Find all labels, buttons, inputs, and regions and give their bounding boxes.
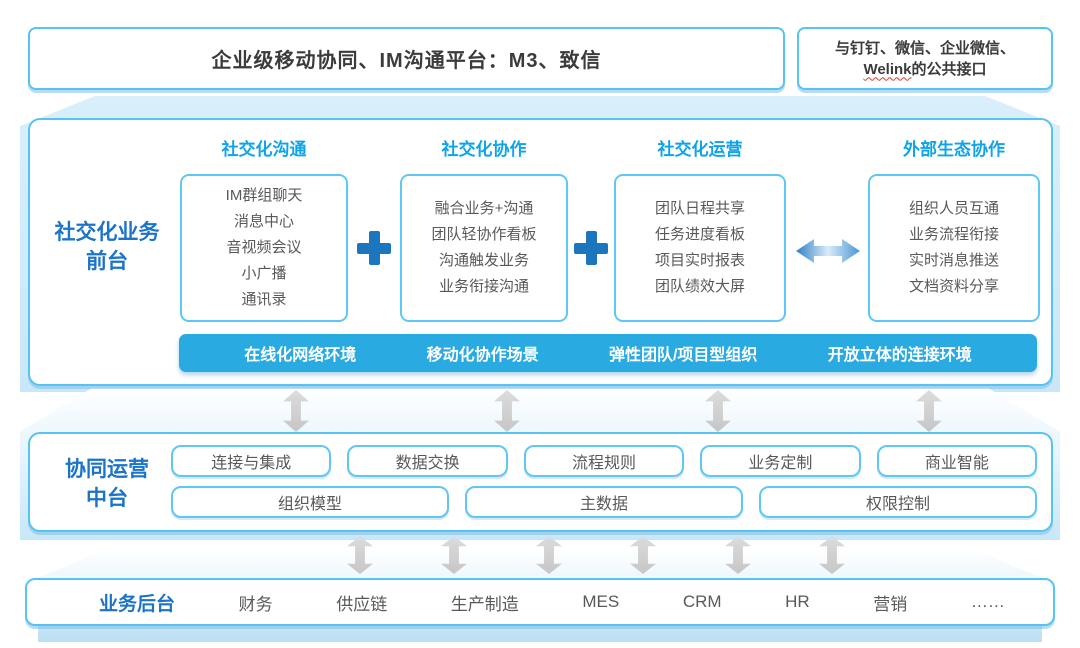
list-item: IM群组聊天 — [225, 187, 303, 204]
list-item: 融合业务+沟通 — [434, 200, 534, 217]
capability-chip: 数据交换 — [347, 445, 508, 477]
bidirectional-arrow-icon — [796, 239, 860, 263]
scene-bar: 在线化网络环境 移动化协作场景 弹性团队/项目型组织 开放立体的连接环境 — [179, 334, 1037, 372]
column-header-communication: 社交化沟通 — [221, 140, 307, 159]
capability-chip: 连接与集成 — [171, 445, 332, 477]
external-ecosystem-items-box: 组织人员互通 业务流程衔接 实时消息推送 文档资料分享 — [868, 174, 1040, 322]
operation-items-box: 团队日程共享 任务进度看板 项目实时报表 团队绩效大屏 — [614, 174, 786, 322]
list-item: 文档资料分享 — [908, 278, 999, 295]
scene-bar-item: 在线化网络环境 — [244, 347, 357, 364]
frontdesk-label-line2: 前台 — [86, 250, 128, 273]
public-interface-box: 与钉钉、微信、企业微信、 Welink的公共接口 — [797, 27, 1053, 90]
list-item: 通讯录 — [241, 291, 287, 308]
middledesk-label: 协同运营 中台 — [32, 455, 182, 513]
list-item: 组织人员互通 — [908, 200, 999, 217]
backdesk-system: CRM — [682, 592, 722, 611]
frontdesk-section: 社交化业务 前台 社交化沟通 社交化协作 社交化运营 外部生态协作 IM群组聊天… — [28, 118, 1053, 386]
collaboration-items-box: 融合业务+沟通 团队轻协作看板 沟通触发业务 业务衔接沟通 — [400, 174, 568, 322]
capability-row-1: 连接与集成 数据交换 流程规则 业务定制 商业智能 — [171, 445, 1038, 477]
capability-chip: 权限控制 — [759, 486, 1037, 518]
platform-title-box: 企业级移动协同、IM沟通平台：M3、致信 — [28, 27, 785, 90]
list-item: 任务进度看板 — [654, 226, 745, 243]
list-item: 业务衔接沟通 — [438, 278, 529, 295]
list-item: 项目实时报表 — [654, 252, 745, 269]
column-header-operation: 社交化运营 — [657, 140, 743, 159]
communication-items-box: IM群组聊天 消息中心 音视频会议 小广播 通讯录 — [180, 174, 348, 322]
frontdesk-label-line1: 社交化业务 — [54, 221, 160, 244]
interface-line1: 与钉钉、微信、企业微信、 — [834, 39, 1015, 57]
backdesk-section: 业务后台 财务 供应链 生产制造 MES CRM HR 营销 …… — [25, 578, 1055, 626]
welink-text: Welink — [863, 60, 912, 78]
backdesk-label: 业务后台 — [99, 593, 176, 615]
capability-row-2: 组织模型 主数据 权限控制 — [171, 486, 1037, 518]
capability-chip: 商业智能 — [876, 445, 1038, 477]
backdesk-system: MES — [582, 592, 620, 611]
middledesk-section: 协同运营 中台 连接与集成 数据交换 流程规则 业务定制 商业智能 组织模型 主… — [28, 432, 1053, 532]
list-item: 团队绩效大屏 — [654, 278, 745, 295]
capability-chip: 业务定制 — [700, 445, 861, 477]
middledesk-label-line1: 协同运营 — [65, 458, 149, 481]
interface-line2-rest: 的公共接口 — [911, 60, 987, 78]
backdesk-system: …… — [970, 592, 1005, 611]
list-item: 团队日程共享 — [654, 200, 745, 217]
platform-title: 企业级移动协同、IM沟通平台：M3、致信 — [211, 50, 602, 72]
backdesk-system: 供应链 — [336, 594, 388, 614]
scene-bar-item: 弹性团队/项目型组织 — [608, 347, 758, 364]
capability-chip: 流程规则 — [523, 445, 685, 477]
plus-icon — [357, 231, 391, 265]
list-item: 小广播 — [241, 265, 287, 282]
list-item: 沟通触发业务 — [438, 252, 529, 269]
scene-bar-item: 开放立体的连接环境 — [827, 347, 972, 364]
scene-bar-item: 移动化协作场景 — [426, 347, 539, 364]
backdesk-row: 业务后台 财务 供应链 生产制造 MES CRM HR 营销 …… — [27, 580, 1053, 624]
interface-line2: Welink的公共接口 — [863, 59, 986, 80]
capability-chip: 组织模型 — [171, 486, 449, 518]
list-item: 实时消息推送 — [908, 252, 999, 269]
frontdesk-label: 社交化业务 前台 — [32, 218, 182, 276]
column-header-collaboration: 社交化协作 — [441, 140, 527, 159]
list-item: 业务流程衔接 — [908, 226, 999, 243]
plus-icon — [574, 231, 608, 265]
list-item: 团队轻协作看板 — [431, 226, 537, 243]
backdesk-system: 生产制造 — [450, 594, 519, 614]
column-header-external-ecosystem: 外部生态协作 — [903, 140, 1005, 159]
list-item: 音视频会议 — [226, 239, 302, 256]
middledesk-label-line2: 中台 — [86, 487, 128, 510]
capability-chip: 主数据 — [465, 486, 743, 518]
backdesk-system: HR — [785, 592, 810, 611]
list-item: 消息中心 — [233, 213, 294, 230]
backdesk-system: 财务 — [238, 594, 273, 614]
backdesk-system: 营销 — [873, 594, 908, 614]
